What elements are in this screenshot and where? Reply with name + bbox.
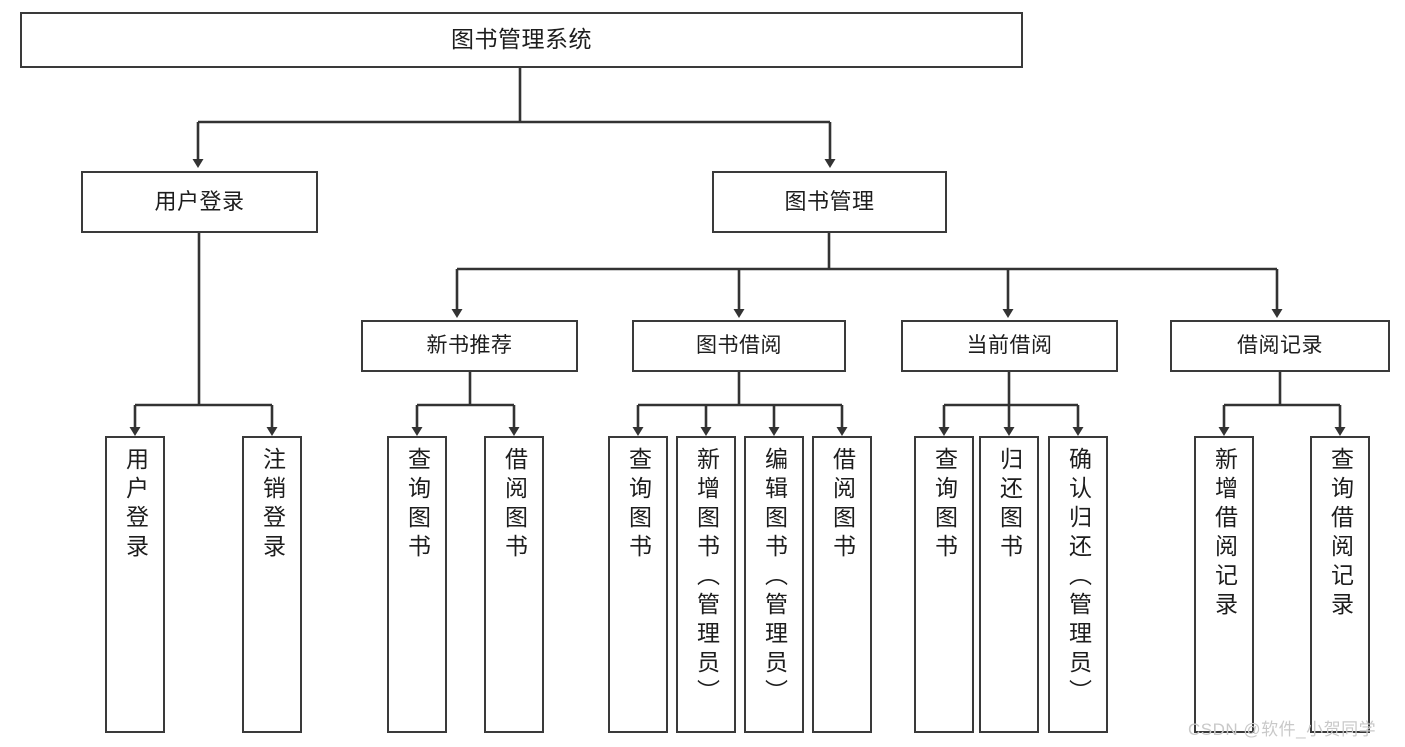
node-label: 用户登录 [154,189,245,215]
node-book-management[interactable]: 图书管理 [712,171,947,233]
node-label: 图书管理 [784,189,875,215]
node-label: 查询图书 [404,447,431,563]
node-book-borrow[interactable]: 图书借阅 [632,320,846,372]
node-user-login[interactable]: 用户登录 [81,171,318,233]
leaf-current-query-books[interactable]: 查询图书 [914,436,974,733]
leaf-record-add-borrow-record[interactable]: 新增借阅记录 [1194,436,1254,733]
node-label: 借阅图书 [501,447,528,563]
node-new-book-recommend[interactable]: 新书推荐 [361,320,578,372]
node-label: 图书借阅 [696,333,782,357]
node-label: 归还图书 [996,447,1023,563]
leaf-record-query-borrow-record[interactable]: 查询借阅记录 [1310,436,1370,733]
node-label: 借阅记录 [1237,333,1323,357]
node-label: 当前借阅 [966,333,1053,357]
leaf-newbook-query-books[interactable]: 查询图书 [387,436,447,733]
node-label: 新增借阅记录 [1211,447,1238,621]
leaf-logout-login[interactable]: 注销登录 [242,436,302,733]
leaf-user-login[interactable]: 用户登录 [105,436,165,733]
node-label: 注销登录 [259,447,286,563]
node-label: 查询借阅记录 [1327,447,1354,621]
node-current-borrow[interactable]: 当前借阅 [901,320,1118,372]
leaf-borrow-query-books[interactable]: 查询图书 [608,436,668,733]
node-label: 新书推荐 [426,333,513,357]
leaf-newbook-borrow-books[interactable]: 借阅图书 [484,436,544,733]
leaf-current-return-books[interactable]: 归还图书 [979,436,1039,733]
node-label: 用户登录 [122,447,149,563]
node-label: 确认归还（管理员） [1065,447,1092,708]
node-label: 查询图书 [931,447,958,563]
leaf-borrow-borrow-books[interactable]: 借阅图书 [812,436,872,733]
node-root-system[interactable]: 图书管理系统 [20,12,1023,68]
leaf-current-confirm-return-admin[interactable]: 确认归还（管理员） [1048,436,1108,733]
node-label: 借阅图书 [829,447,856,563]
node-label: 图书管理系统 [451,26,592,53]
node-label: 新增图书（管理员） [693,447,720,708]
csdn-watermark: CSDN @软件_小贺同学 [1188,720,1377,739]
leaf-borrow-edit-book-admin[interactable]: 编辑图书（管理员） [744,436,804,733]
leaf-borrow-add-book-admin[interactable]: 新增图书（管理员） [676,436,736,733]
node-borrow-record[interactable]: 借阅记录 [1170,320,1390,372]
node-label: 编辑图书（管理员） [761,447,788,708]
node-label: 查询图书 [625,447,652,563]
